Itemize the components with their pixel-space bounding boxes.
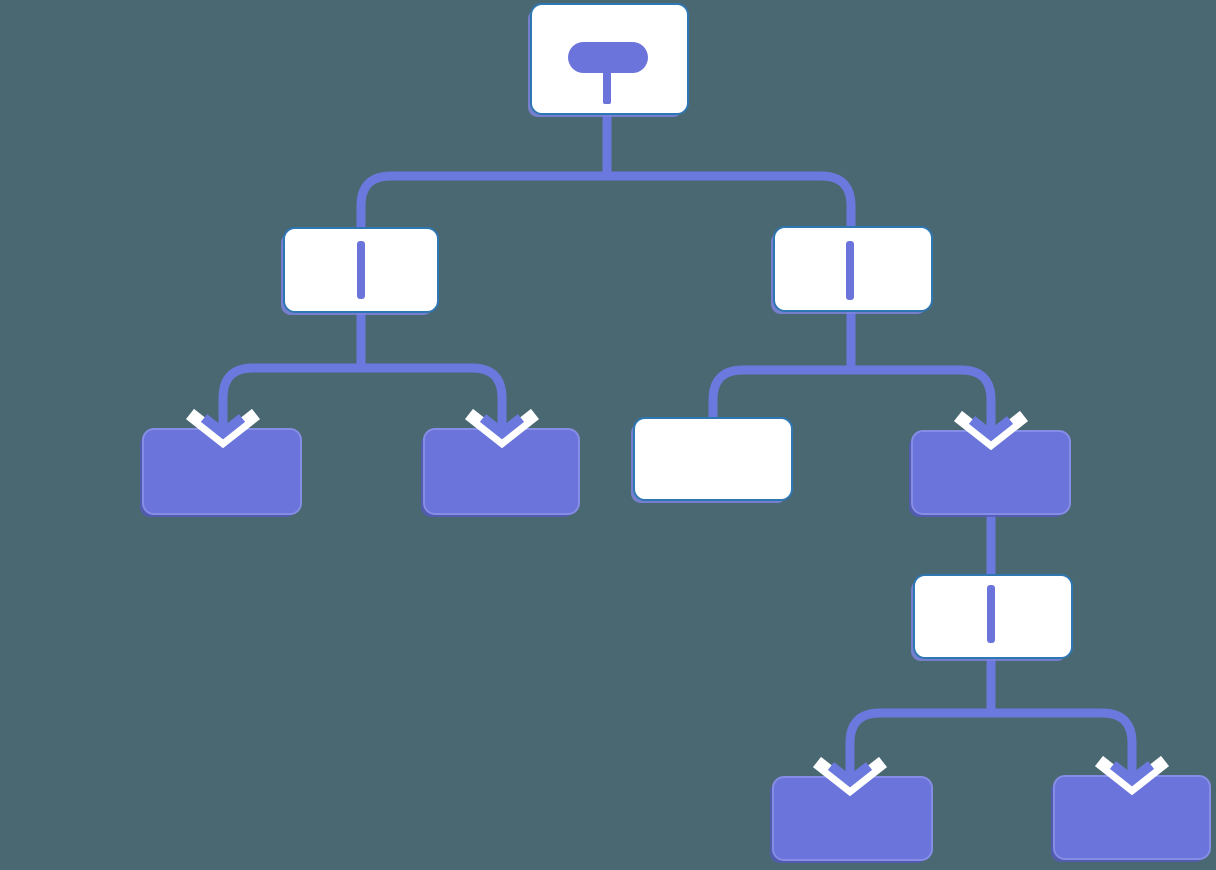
arrow-head — [968, 416, 1014, 442]
vertical-bar-icon — [357, 241, 365, 299]
arrow-head — [1109, 761, 1155, 787]
arrow-head — [827, 762, 873, 788]
chevron-down-arrow-icon — [812, 743, 888, 797]
chevron-highlight — [464, 408, 540, 449]
chevron-down-arrow-icon — [464, 395, 540, 449]
chevron-down-arrow-icon — [953, 397, 1029, 451]
chevron-highlight — [953, 410, 1029, 451]
chevron-highlight — [1094, 755, 1170, 796]
tree-root-icon — [603, 72, 611, 104]
connector-rail-right-children — [708, 365, 996, 432]
vertical-bar-icon — [846, 241, 854, 300]
connector-rail-left-children — [218, 363, 507, 430]
arrow-head — [479, 414, 525, 440]
connector-rail-level2 — [356, 171, 856, 228]
leaf-node-middle[interactable] — [633, 417, 793, 501]
chevron-down-arrow-icon — [185, 395, 261, 449]
connector-rail-bottom-children — [845, 708, 1137, 780]
arrow-head — [200, 414, 246, 440]
tree-root-icon — [568, 42, 648, 73]
chevron-down-arrow-icon — [1094, 742, 1170, 796]
chevron-highlight — [812, 756, 888, 797]
branch-node-lower-right[interactable] — [911, 430, 1071, 515]
vertical-bar-icon — [987, 585, 995, 643]
chevron-highlight — [185, 408, 261, 449]
